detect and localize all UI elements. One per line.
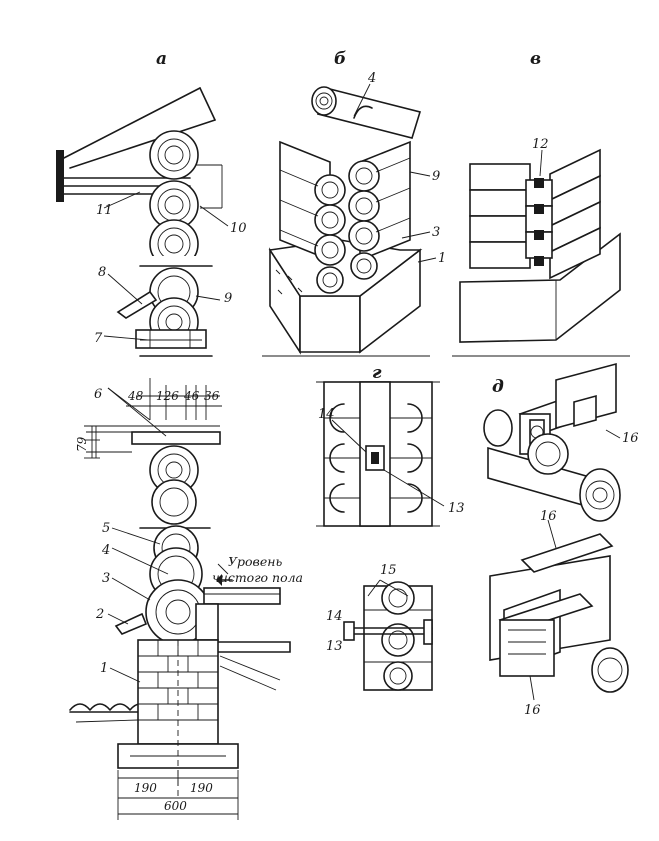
callout-4: 4	[101, 543, 110, 558]
callout-g-14: 14	[318, 407, 335, 422]
dim-600: 600	[164, 799, 187, 813]
panel-label-a: а	[156, 49, 167, 69]
dim-46: 46	[183, 389, 200, 403]
lower-log-stack	[114, 525, 281, 645]
panel-label-g: г	[372, 363, 382, 383]
callout-g-13: 13	[448, 501, 465, 516]
callout-s-15: 15	[380, 563, 397, 578]
window-head-detail	[116, 267, 213, 357]
single-log-groove	[311, 86, 422, 139]
lower-tenon-joint	[489, 519, 629, 701]
callout-11: 11	[96, 203, 113, 218]
callout-1: 1	[100, 661, 108, 676]
callout-5: 5	[102, 521, 110, 536]
log-ends-right	[348, 160, 380, 280]
panel-b-leader-lines	[353, 83, 437, 263]
stacked-corner-logs	[262, 140, 430, 357]
callout-b-4: 4	[367, 71, 376, 86]
panel-a-leader-lines	[103, 191, 229, 683]
callout-2: 2	[95, 607, 104, 622]
panel-v-corner-view	[452, 148, 630, 357]
floor-level-note-line2: чистого пола	[212, 570, 303, 585]
upper-tenon-joint	[483, 362, 621, 522]
panel-label-v: в	[530, 49, 541, 69]
panel-d-tenon-joint	[483, 362, 629, 701]
callout-d-16-upper: 16	[622, 431, 639, 446]
callout-6: 6	[94, 387, 102, 402]
log-sections-grid	[324, 403, 432, 513]
floor-level-note-line1: Уровень	[228, 554, 282, 569]
callout-3: 3	[102, 571, 110, 586]
callout-7: 7	[94, 331, 103, 346]
panel-a-wall-section	[56, 87, 291, 820]
callout-s-13: 13	[326, 639, 343, 654]
callout-b-9: 9	[432, 169, 440, 184]
dim-36: 36	[204, 389, 220, 403]
callout-9: 9	[224, 291, 232, 306]
callout-d-16-middle: 16	[540, 509, 557, 524]
panel-label-d: д	[492, 377, 504, 397]
upper-log-stack	[139, 130, 213, 270]
dim-48: 48	[127, 389, 144, 403]
callout-10: 10	[230, 221, 247, 236]
dim-79: 79	[75, 436, 89, 452]
dowel-section-detail	[343, 579, 433, 691]
panel-a-dimension-lines	[84, 405, 239, 820]
panel-label-b: б	[334, 49, 346, 69]
callout-v-12: 12	[532, 137, 549, 152]
callout-8: 8	[98, 265, 106, 280]
window-sill-detail	[86, 378, 221, 525]
callout-b-3: 3	[432, 225, 440, 240]
callout-d-16-lower: 16	[524, 703, 541, 718]
brick-foundation	[117, 639, 239, 800]
dim-126: 126	[156, 389, 179, 403]
log-ends-left	[314, 174, 346, 294]
callout-s-14: 14	[326, 609, 343, 624]
panel-b-corner-view	[262, 83, 437, 357]
dim-190-right: 190	[190, 781, 213, 795]
dim-190-left: 190	[134, 781, 157, 795]
panel-g-plan-view	[316, 381, 445, 527]
callout-b-1: 1	[438, 251, 446, 266]
